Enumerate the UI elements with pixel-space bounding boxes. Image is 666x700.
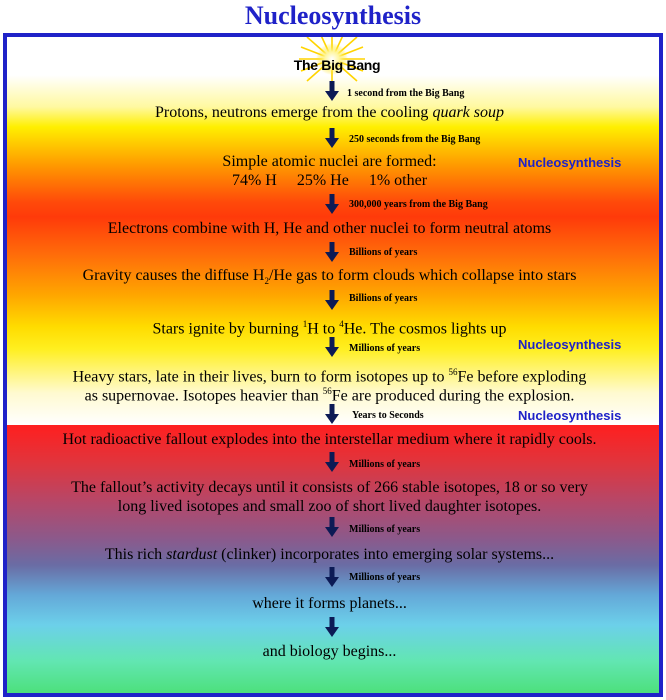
- stage-planets: where it forms planets...: [252, 595, 407, 612]
- down-arrow-icon: [325, 452, 339, 472]
- stage-nuclei-formed: Simple atomic nuclei are formed:: [222, 153, 437, 170]
- arrow-note: Years to Seconds: [352, 410, 424, 421]
- nucleosynthesis-side-label: Nucleosynthesis: [518, 408, 622, 423]
- arrow-note: Millions of years: [349, 524, 421, 535]
- arrow-note: Millions of years: [349, 343, 421, 354]
- down-arrow-icon: [325, 337, 339, 357]
- stage-nuclei-abundances: 74% H 25% He 1% other: [231, 172, 428, 189]
- down-arrow-icon: [325, 404, 339, 424]
- down-arrow-icon: [325, 128, 339, 148]
- stage-activity-decays-line1: The fallout’s activity decays until it c…: [71, 479, 588, 496]
- arrow-note: Billions of years: [349, 293, 418, 304]
- stage-neutral-atoms: Electrons combine with H, He and other n…: [107, 220, 552, 237]
- nucleosynthesis-side-label: Nucleosynthesis: [518, 155, 622, 170]
- big-bang-burst-icon: [299, 37, 365, 89]
- stage-heavy-stars-line1: Heavy stars, late in their lives, burn t…: [72, 367, 587, 386]
- down-arrow-icon: [325, 81, 339, 101]
- stage-stardust: This rich stardust (clinker) incorporate…: [104, 546, 555, 563]
- stage-activity-decays-line2: long lived isotopes and small zoo of sho…: [117, 498, 542, 515]
- arrow-note: 1 second from the Big Bang: [347, 88, 465, 99]
- stage-gravity-clouds: Gravity causes the diffuse H2/He gas to …: [82, 267, 577, 287]
- arrow-note: Billions of years: [349, 247, 418, 258]
- down-arrow-icon: [325, 517, 339, 537]
- diagram-frame: The Big Bang 1 second from the Big Bang …: [3, 33, 663, 697]
- big-bang-label: The Big Bang: [293, 57, 381, 73]
- arrow-note: Millions of years: [349, 572, 421, 583]
- page-title: Nucleosynthesis: [244, 1, 422, 30]
- stage-quark-soup: Protons, neutrons emerge from the coolin…: [155, 104, 504, 121]
- arrow-note: Millions of years: [349, 459, 421, 470]
- stage-stars-ignite: Stars ignite by burning 1H to 4He. The c…: [152, 319, 507, 338]
- down-arrow-icon: [325, 194, 339, 214]
- stage-fallout-explodes: Hot radioactive fallout explodes into th…: [62, 431, 597, 448]
- down-arrow-icon: [325, 242, 339, 262]
- arrow-note: 250 seconds from the Big Bang: [349, 134, 481, 145]
- down-arrow-icon: [325, 617, 339, 637]
- stage-heavy-stars-line2: as supernovae. Isotopes heavier than 56F…: [84, 386, 575, 405]
- down-arrow-icon: [325, 290, 339, 310]
- down-arrow-icon: [325, 567, 339, 587]
- arrow-note: 300,000 years from the Big Bang: [349, 199, 488, 210]
- stage-biology: and biology begins...: [262, 643, 397, 660]
- nucleosynthesis-side-label: Nucleosynthesis: [518, 337, 622, 352]
